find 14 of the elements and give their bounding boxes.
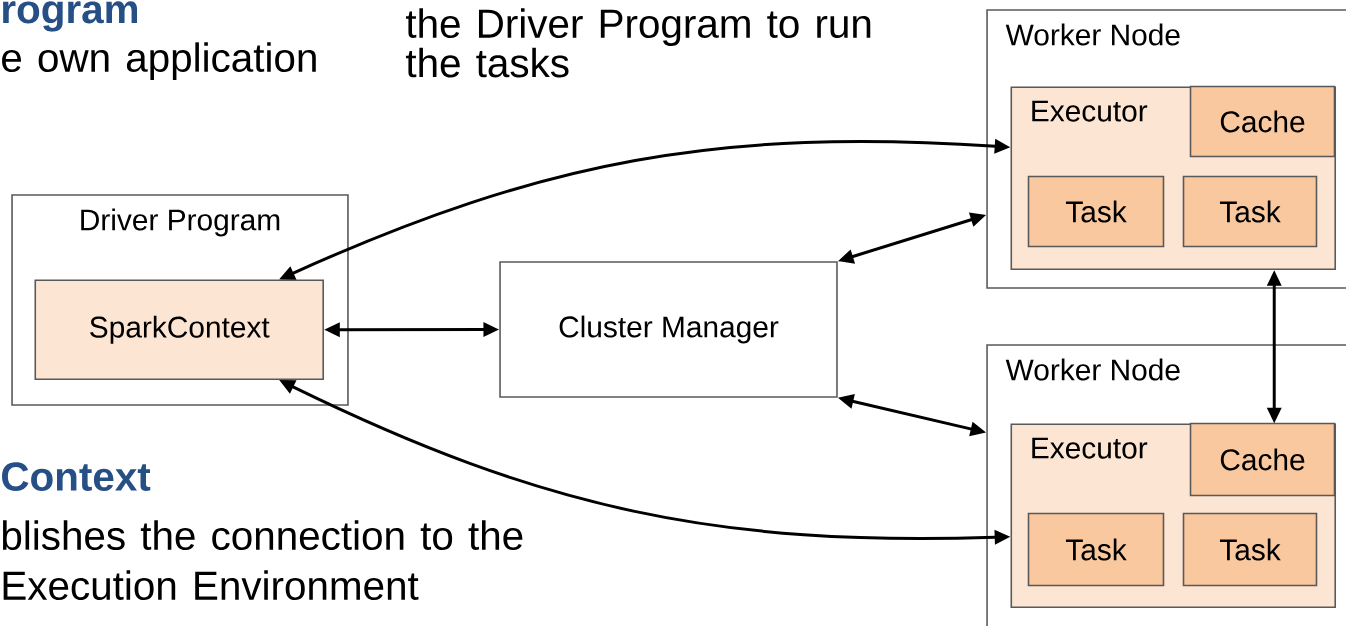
task-box: Task xyxy=(1182,512,1318,587)
cache-box: Cache xyxy=(1189,422,1336,497)
task-box: Task xyxy=(1027,512,1165,587)
description-text: blishes the connection to the xyxy=(2,520,523,551)
heading: Context xyxy=(2,462,151,491)
context-box: SparkContext xyxy=(34,279,324,381)
task-box: Task xyxy=(1027,175,1165,248)
heading: rogram xyxy=(3,1,138,32)
task-box: Task xyxy=(1182,175,1318,248)
description-text: the Driver Program to run the tasks xyxy=(405,8,871,78)
cache-box: Cache xyxy=(1189,85,1336,158)
description-text: e own application xyxy=(2,42,316,80)
manager-box: Cluster Manager xyxy=(499,261,838,398)
description-text: Execution Environment xyxy=(3,570,419,601)
